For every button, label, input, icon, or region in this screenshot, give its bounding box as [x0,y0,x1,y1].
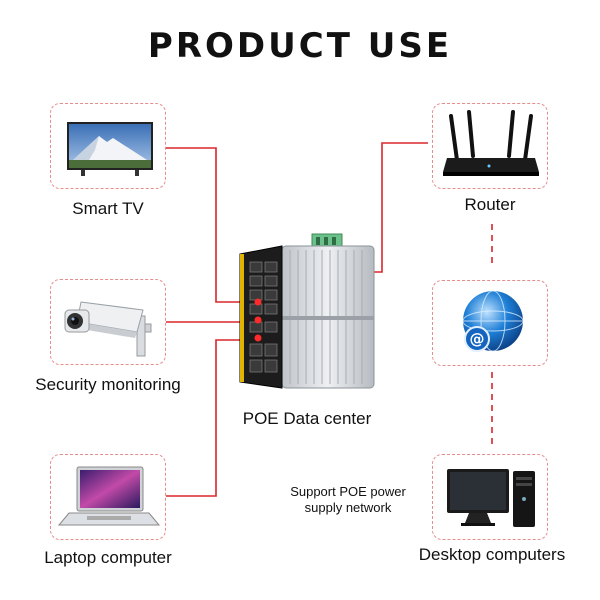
router-icon [443,110,539,176]
laptop-icon [57,466,161,526]
wire-laptop [166,339,258,497]
poe-data-center-label: POE Data center [242,409,372,428]
poe-support-note: Support POE power supply network [268,484,428,516]
security-monitoring-label: Security monitoring [35,375,181,394]
svg-text:@: @ [470,330,485,348]
network-globe-box: @ [432,280,548,366]
laptop-box [50,454,166,540]
laptop-computer-label: Laptop computer [44,548,172,567]
poe-support-note-line2: supply network [304,500,392,515]
desktop-box [432,454,548,540]
smart-tv-label: Smart TV [72,199,144,218]
security-camera-icon [64,301,152,357]
poe-switch-icon [239,233,375,389]
smart-tv-box [50,103,166,189]
network-globe-icon: @ [462,290,524,352]
wire-smart-tv [166,147,246,303]
page-title: PRODUCT USE [147,26,453,66]
router-label: Router [464,195,516,214]
desktop-computers-label: Desktop computers [418,545,566,564]
smart-tv-icon [67,122,153,176]
desktop-computer-icon [447,469,535,527]
router-box [432,103,548,189]
poe-support-note-line1: Support POE power [290,484,406,499]
security-camera-box [50,279,166,365]
